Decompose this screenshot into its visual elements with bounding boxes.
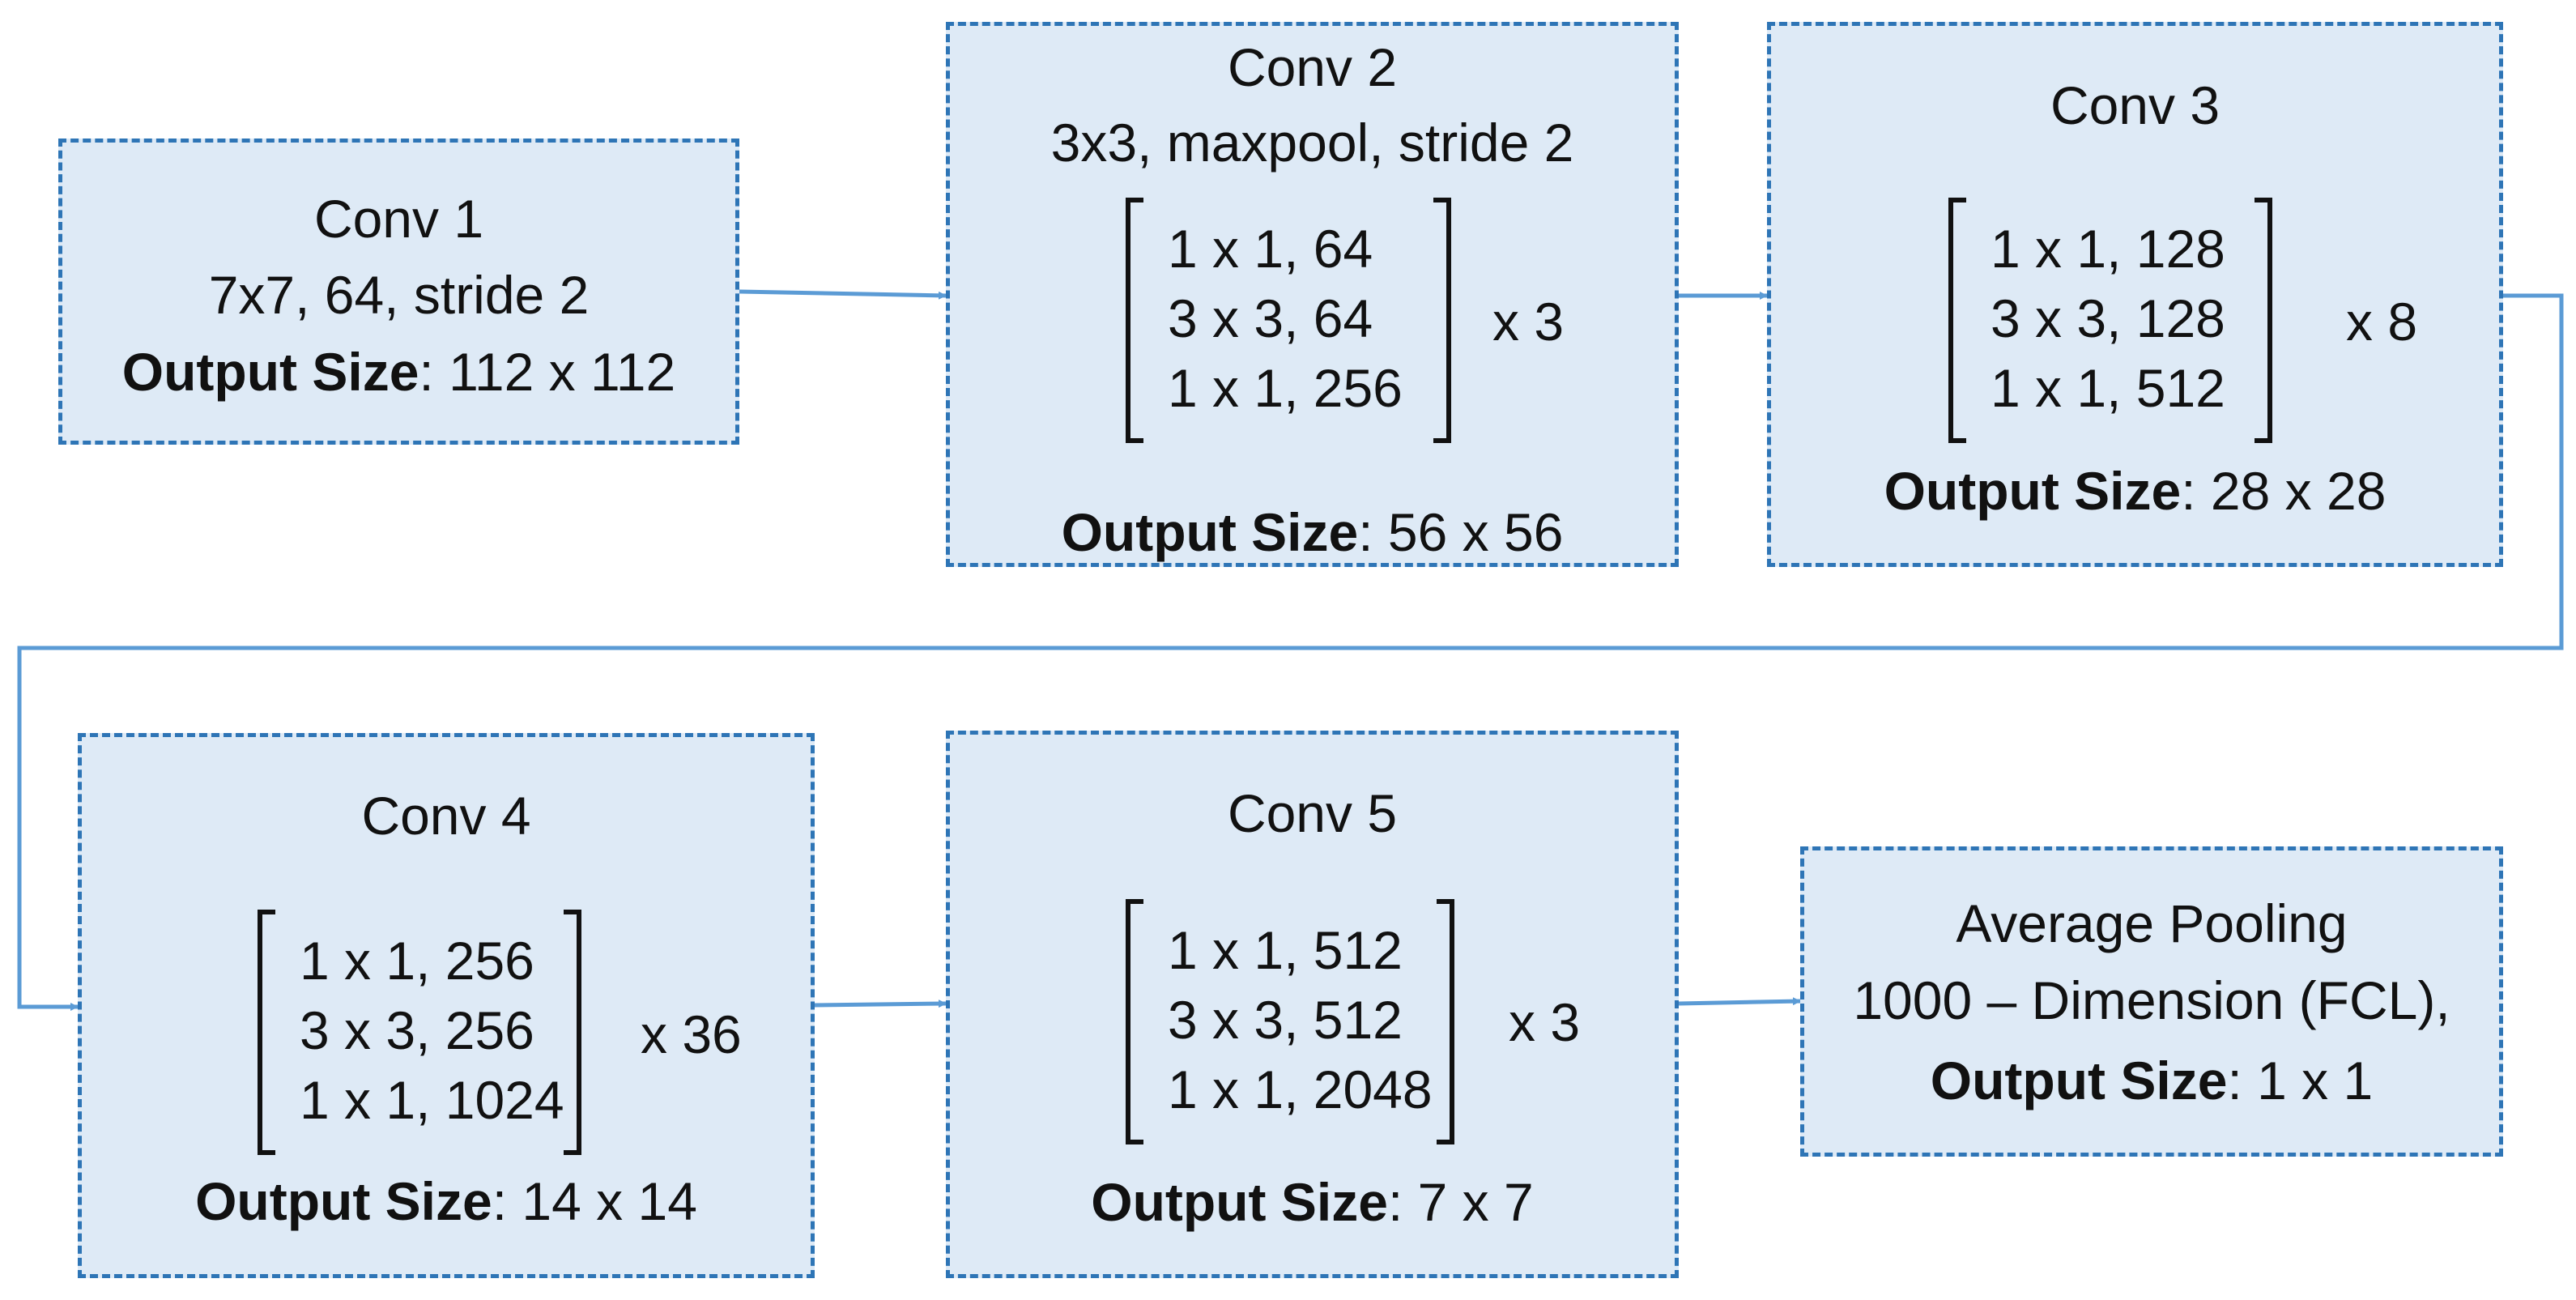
right-bracket <box>1437 899 1454 1144</box>
avgpool-output-size: Output Size: 1 x 1 <box>1804 1054 2499 1107</box>
matrix-row: 3 x 3, 256 <box>300 1000 534 1060</box>
conv5-repeat-count: x 3 <box>1509 992 1581 1052</box>
matrix-row: 1 x 1, 128 <box>1991 219 2225 279</box>
conv3-block: Conv 3 1 x 1, 128 3 x 3, 128 1 x 1, 512 … <box>1767 22 2503 567</box>
output-size-label: Output Size <box>195 1171 492 1231</box>
conv4-block: Conv 4 1 x 1, 256 3 x 3, 256 1 x 1, 1024… <box>78 733 815 1278</box>
left-bracket <box>258 910 275 1155</box>
conv4-bottleneck-matrix: 1 x 1, 256 3 x 3, 256 1 x 1, 1024 <box>258 910 581 1155</box>
output-size-label: Output Size <box>121 342 419 402</box>
conv1-block: Conv 1 7x7, 64, stride 2 Output Size: 11… <box>58 139 739 445</box>
conv2-title: Conv 2 <box>1227 37 1398 97</box>
right-bracket <box>564 910 581 1155</box>
conv5-bottleneck-matrix: 1 x 1, 512 3 x 3, 512 1 x 1, 2048 <box>1126 899 1454 1144</box>
left-bracket <box>1126 899 1143 1144</box>
conv5-block: Conv 5 1 x 1, 512 3 x 3, 512 1 x 1, 2048… <box>946 731 1679 1278</box>
avgpool-block: Average Pooling 1000 – Dimension (FCL), … <box>1800 846 2503 1157</box>
arrow-conv1-to-conv2 <box>739 289 947 300</box>
conv5-output-size: Output Size: 7 x 7 <box>950 1175 1675 1229</box>
conv1-detail: 7x7, 64, stride 2 <box>208 265 590 325</box>
conv2-output-size: Output Size: 56 x 56 <box>950 505 1675 559</box>
matrix-row: 1 x 1, 2048 <box>1168 1059 1433 1119</box>
output-size-label: Output Size <box>1091 1172 1388 1232</box>
matrix-row: 1 x 1, 64 <box>1168 219 1373 279</box>
conv4-repeat-count: x 36 <box>641 1004 742 1064</box>
conv2-block: Conv 2 3x3, maxpool, stride 2 1 x 1, 64 … <box>946 22 1679 567</box>
matrix-row: 3 x 3, 512 <box>1168 990 1403 1050</box>
matrix-row: 1 x 1, 512 <box>1168 920 1403 980</box>
conv1-output-size: Output Size: 112 x 112 <box>62 345 735 399</box>
conv2-bottleneck-matrix: 1 x 1, 64 3 x 3, 64 1 x 1, 256 <box>1126 198 1451 443</box>
conv3-bottleneck-matrix: 1 x 1, 128 3 x 3, 128 1 x 1, 512 <box>1948 198 2272 443</box>
conv3-output-size: Output Size: 28 x 28 <box>1771 464 2499 518</box>
matrix-row: 1 x 1, 1024 <box>300 1070 564 1130</box>
conv2-detail: 3x3, maxpool, stride 2 <box>1050 113 1574 173</box>
arrow-conv4-to-conv5 <box>814 1000 947 1008</box>
conv1-title: Conv 1 <box>313 189 484 249</box>
arrow-conv5-to-avgpool <box>1678 997 1801 1006</box>
output-size-value: : 28 x 28 <box>2181 461 2387 521</box>
output-size-value: : 14 x 14 <box>492 1171 697 1231</box>
right-bracket <box>2255 198 2272 443</box>
output-size-label: Output Size <box>1930 1051 2228 1110</box>
left-bracket <box>1126 198 1143 443</box>
arrow-conv3-to-conv4 <box>17 293 2564 1011</box>
matrix-row: 1 x 1, 256 <box>1168 358 1403 418</box>
matrix-row: 1 x 1, 512 <box>1991 358 2225 418</box>
matrix-row: 3 x 3, 64 <box>1168 288 1373 348</box>
matrix-row: 1 x 1, 256 <box>300 931 534 991</box>
output-size-value: : 112 x 112 <box>419 342 676 402</box>
avgpool-title: Average Pooling <box>1956 893 2348 953</box>
conv3-repeat-count: x 8 <box>2346 292 2418 352</box>
avgpool-detail: 1000 – Dimension (FCL), <box>1853 970 2450 1030</box>
output-size-value: : 1 x 1 <box>2227 1051 2374 1110</box>
output-size-value: : 56 x 56 <box>1358 502 1564 562</box>
conv4-title: Conv 4 <box>361 786 531 846</box>
matrix-row: 3 x 3, 128 <box>1991 288 2225 348</box>
conv2-repeat-count: x 3 <box>1492 292 1565 352</box>
conv5-title: Conv 5 <box>1227 783 1398 843</box>
conv3-title: Conv 3 <box>2050 75 2220 135</box>
output-size-label: Output Size <box>1061 502 1359 562</box>
left-bracket <box>1948 198 1966 443</box>
right-bracket <box>1433 198 1451 443</box>
conv4-output-size: Output Size: 14 x 14 <box>82 1174 811 1228</box>
output-size-label: Output Size <box>1884 461 2182 521</box>
output-size-value: : 7 x 7 <box>1387 1172 1534 1232</box>
